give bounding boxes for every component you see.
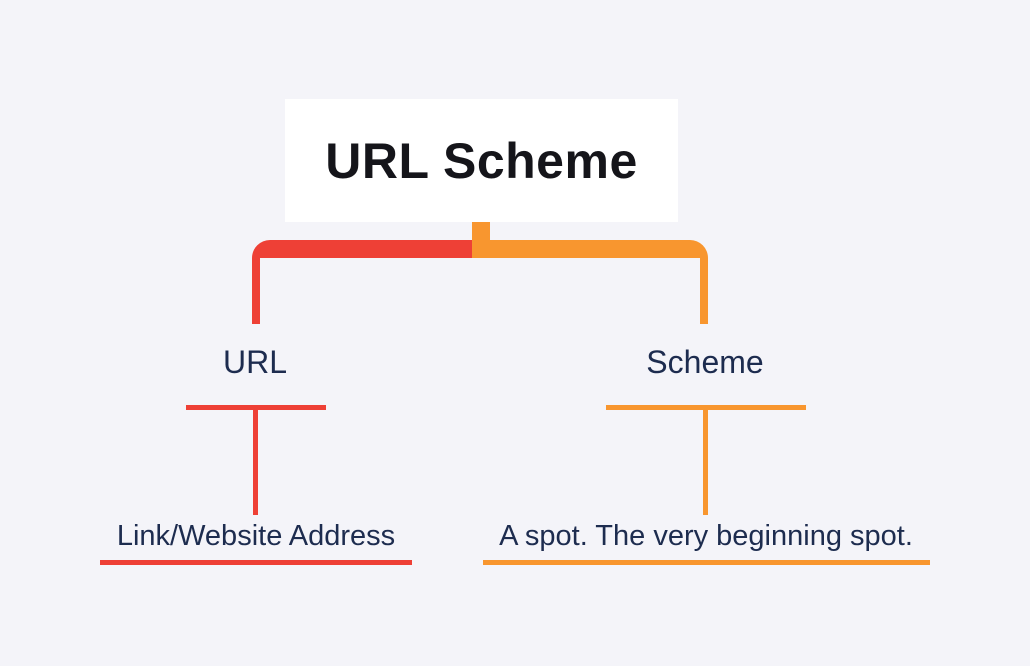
t-connector-url-vertical (253, 405, 258, 515)
underline-url (100, 560, 412, 565)
connector-stub (472, 222, 490, 242)
title-box: URL Scheme (285, 99, 678, 222)
branch-description-scheme: A spot. The very beginning spot. (499, 520, 913, 552)
branch-label-scheme: Scheme (646, 344, 764, 380)
branch-label-url: URL (222, 344, 287, 380)
bracket-right-orange (472, 240, 708, 324)
underline-scheme (483, 560, 930, 565)
t-connector-scheme-vertical (703, 405, 708, 515)
bracket-left-red (252, 240, 472, 324)
branch-description-url: Link/Website Address (116, 520, 396, 552)
diagram-title: URL Scheme (325, 132, 638, 189)
